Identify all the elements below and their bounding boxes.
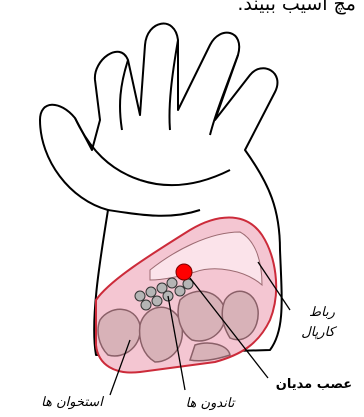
tendon	[135, 291, 145, 301]
tendon	[146, 287, 156, 297]
tendon	[152, 296, 162, 306]
tendon	[141, 300, 151, 310]
tendon	[175, 286, 185, 296]
label-tendons: تاندون ها	[186, 396, 236, 411]
median-nerve	[176, 264, 192, 280]
label-ligament-line1: رباط	[309, 305, 336, 320]
label-bones: استخوان ها	[41, 395, 104, 410]
tendon	[167, 278, 177, 288]
bone-3	[178, 291, 225, 341]
label-ligament-line2: کارپال	[301, 325, 337, 340]
label-median-nerve: عصب مدیان	[276, 377, 352, 392]
bone-4	[222, 291, 258, 339]
